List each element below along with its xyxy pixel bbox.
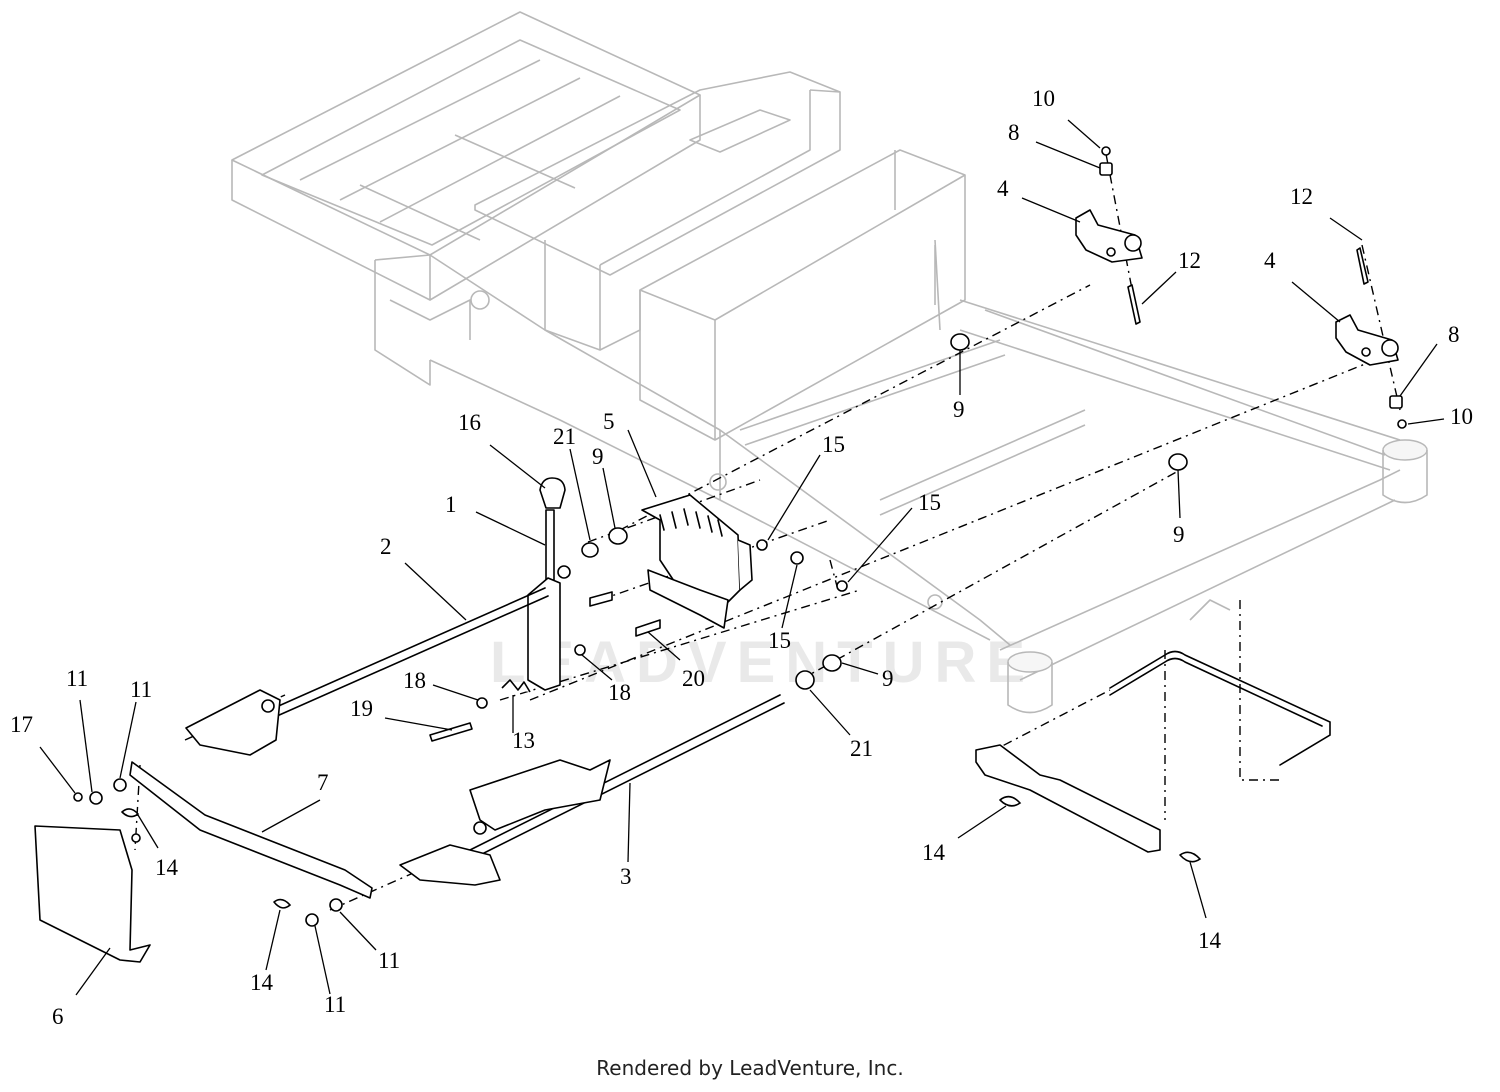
lever-mount-plate-part-5: [641, 494, 753, 629]
callout-1: 1: [445, 492, 457, 517]
callout-4: 4: [997, 176, 1009, 201]
callout-11: 11: [130, 677, 152, 702]
callout-18: 18: [403, 668, 426, 693]
spring-part-13: [501, 679, 531, 693]
callout-9: 9: [953, 397, 965, 422]
callout-3: 3: [620, 864, 632, 889]
hardware-group: [73, 778, 1202, 927]
bolt-part-20-b: [635, 619, 661, 637]
assembly-lines: [134, 153, 1401, 911]
callout-5: 5: [603, 409, 615, 434]
callout-8: 8: [1008, 120, 1020, 145]
linkage-rod-part-3: [399, 694, 785, 886]
callout-15: 15: [918, 490, 941, 515]
callout-17: 17: [10, 712, 33, 737]
deck-lift-bar: [975, 650, 1331, 853]
callout-4: 4: [1264, 248, 1276, 273]
callout-19: 19: [350, 696, 373, 721]
callout-9: 9: [1173, 522, 1185, 547]
callout-15: 15: [768, 628, 791, 653]
bushing-part-9-group: [608, 333, 1188, 672]
callout-9: 9: [882, 666, 894, 691]
callout-20: 20: [682, 666, 705, 691]
bolt-part-12-upper: [1127, 284, 1141, 325]
leader-lines: [39, 119, 1445, 996]
callout-14: 14: [922, 840, 946, 865]
callout-labels: 10 8 4 12 12 4 8 10 9 9 9 9 15 15 15 16 …: [10, 86, 1473, 1029]
callout-2: 2: [380, 534, 392, 559]
watermark-text: LEADVENTURE: [490, 630, 1035, 695]
callout-10: 10: [1450, 404, 1473, 429]
callout-6: 6: [52, 1004, 64, 1029]
callout-21: 21: [553, 424, 576, 449]
callout-18: 18: [608, 680, 631, 705]
callout-13: 13: [512, 728, 535, 753]
bolt-part-12-right: [1356, 247, 1369, 285]
callout-14: 14: [155, 855, 179, 880]
mower-frame: [231, 11, 1428, 714]
pin-part-10-right: [1397, 419, 1407, 429]
callout-9: 9: [592, 444, 604, 469]
knob-part-16: [539, 477, 566, 509]
callout-12: 12: [1178, 248, 1201, 273]
bolt-part-20-a: [589, 591, 613, 607]
pivot-bracket-part-4-upper: [1075, 209, 1143, 263]
bushing-part-8-upper: [1099, 162, 1113, 176]
callout-14: 14: [250, 970, 274, 995]
callout-11: 11: [378, 948, 400, 973]
control-lever-part-1: [527, 509, 571, 691]
bushing-part-8-right: [1389, 395, 1403, 409]
callout-15: 15: [822, 432, 845, 457]
callout-21: 21: [850, 736, 873, 761]
pin-part-10-upper: [1101, 146, 1111, 156]
callout-14: 14: [1198, 928, 1222, 953]
callout-10: 10: [1032, 86, 1055, 111]
callout-7: 7: [317, 770, 329, 795]
callout-11: 11: [66, 666, 88, 691]
bolt-part-19: [429, 722, 473, 742]
washer-group: [476, 539, 848, 709]
link-arm-part-7: [129, 761, 373, 899]
callout-11: 11: [324, 992, 346, 1017]
footer-credit: Rendered by LeadVenture, Inc.: [596, 1056, 904, 1080]
callout-16: 16: [458, 410, 481, 435]
pivot-bracket-part-4-right: [1335, 314, 1399, 366]
linkage-rod-part-2: [185, 587, 549, 756]
callout-12: 12: [1290, 184, 1313, 209]
cover-part-6: [34, 825, 151, 963]
callout-8: 8: [1448, 322, 1460, 347]
